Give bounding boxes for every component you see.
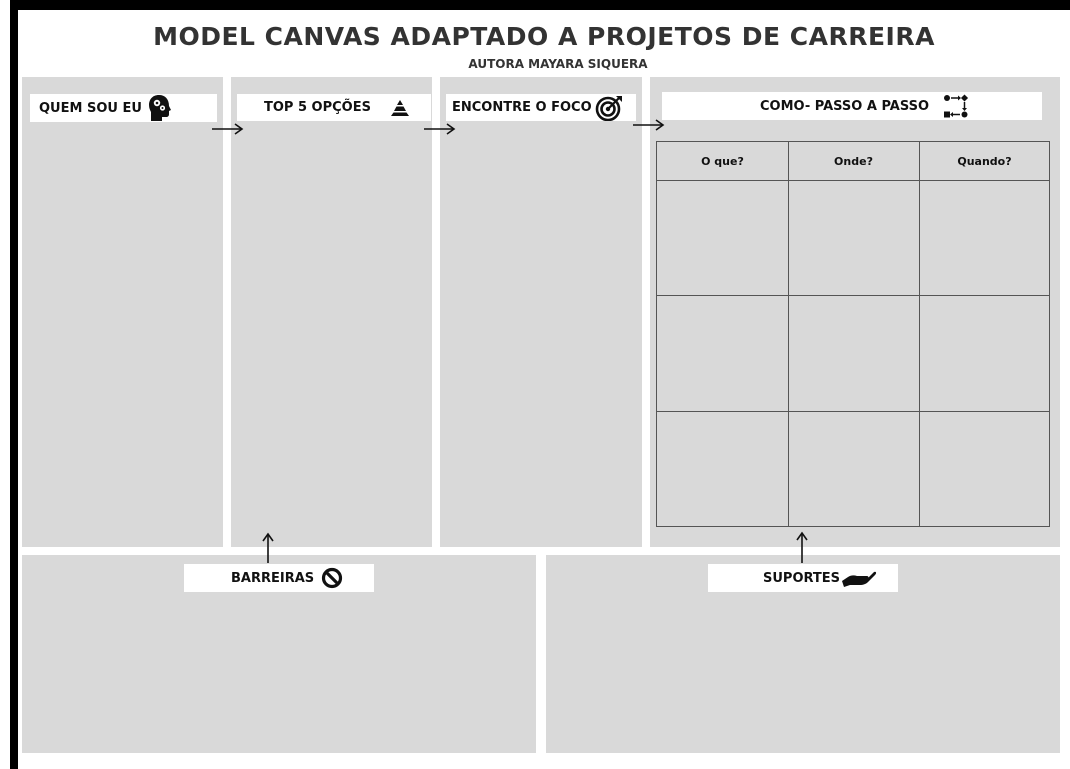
- canvas-title: MODEL CANVAS ADAPTADO A PROJETOS DE CARR…: [153, 22, 935, 51]
- target-icon: [595, 95, 623, 121]
- table-column-divider: [919, 142, 920, 526]
- support-hand-icon: [841, 568, 877, 588]
- table-header-o-que: O que?: [701, 154, 744, 168]
- panel-encontre-o-foco[interactable]: [440, 77, 642, 547]
- label-encontre-o-foco: ENCONTRE O FOCO: [446, 94, 636, 121]
- table-row-divider: [657, 295, 1049, 296]
- arrow-quem-to-top5: [212, 123, 244, 135]
- canvas-subtitle: AUTORA MAYARA SIQUERA: [468, 57, 648, 71]
- table-row-divider: [657, 180, 1049, 181]
- flow-steps-icon: [943, 93, 969, 119]
- table-header-quando: Quando?: [957, 154, 1012, 168]
- arrow-foco-to-como: [633, 119, 665, 131]
- steps-table: O que? Onde? Quando?: [656, 141, 1050, 527]
- arrow-barreiras-up: [262, 532, 274, 563]
- table-header-onde: Onde?: [834, 154, 873, 168]
- prohibited-icon: [321, 567, 343, 589]
- label-quem-sou-eu-text: QUEM SOU EU: [39, 100, 142, 116]
- head-gears-icon: [148, 94, 172, 122]
- label-quem-sou-eu: QUEM SOU EU: [30, 94, 217, 122]
- label-top-5-opcoes-text: TOP 5 OPÇÕES: [264, 100, 371, 115]
- label-encontre-o-foco-text: ENCONTRE O FOCO: [452, 100, 592, 115]
- panel-top-5-opcoes[interactable]: [231, 77, 432, 547]
- arrow-suportes-up: [796, 531, 808, 563]
- label-como-passo-a-passo: COMO- PASSO A PASSO: [662, 92, 1042, 120]
- label-barreiras-text: BARREIRAS: [231, 570, 315, 586]
- label-como-passo-a-passo-text: COMO- PASSO A PASSO: [760, 98, 930, 114]
- label-barreiras: BARREIRAS: [184, 564, 374, 592]
- frame-top-border: [10, 0, 1070, 10]
- label-top-5-opcoes: TOP 5 OPÇÕES: [237, 94, 431, 121]
- frame-left-border: [10, 0, 18, 769]
- pyramid-icon: [390, 99, 410, 117]
- label-suportes-text: SUPORTES: [763, 570, 841, 586]
- panel-quem-sou-eu[interactable]: [22, 77, 223, 547]
- table-column-divider: [788, 142, 789, 526]
- arrow-top5-to-foco: [424, 123, 456, 135]
- table-row-divider: [657, 411, 1049, 412]
- label-suportes: SUPORTES: [708, 564, 898, 592]
